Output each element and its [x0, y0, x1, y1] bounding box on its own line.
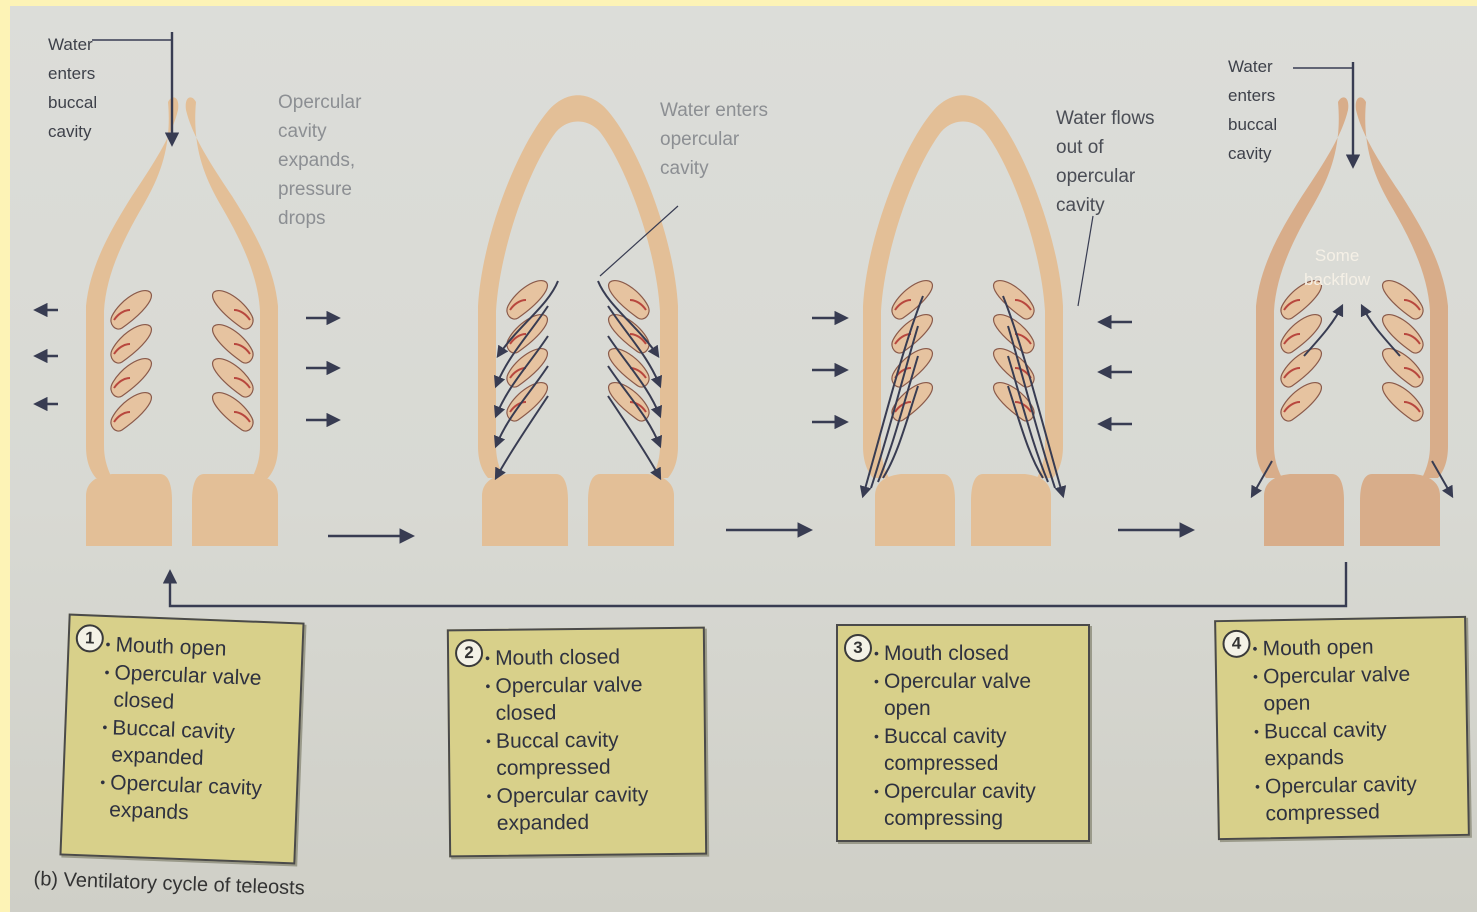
label-water-enters-opercular: Water enters opercular cavity	[660, 96, 768, 183]
stage-3-item: Opercular valve open	[874, 668, 1078, 722]
stage-3-item: Buccal cavity compressed	[874, 723, 1078, 777]
stage-2-item: Opercular valve closed	[485, 671, 694, 727]
stage-4-box: 4 Mouth open Opercular valve open Buccal…	[1214, 616, 1470, 840]
stage-1-item: Opercular valve closed	[103, 659, 291, 720]
textbook-page: Water enters buccal cavity Opercular cav…	[10, 6, 1477, 912]
stage-4-item: Buccal cavity expands	[1254, 715, 1457, 773]
stage-1-item: Buccal cavity expanded	[101, 714, 289, 775]
stage-2-number: 2	[455, 639, 483, 667]
panel-2-head	[478, 95, 678, 546]
label-water-enters-buccal-4: Water enters buccal cavity	[1228, 52, 1277, 168]
stage-3-box: 3 Mouth closed Opercular valve open Bucc…	[836, 624, 1090, 842]
sequence-arrows	[328, 530, 1192, 536]
stage-2-item: Opercular cavity expanded	[486, 781, 695, 837]
stage-4-item: Mouth open	[1252, 632, 1454, 663]
stage-3-item: Mouth closed	[874, 640, 1078, 667]
stage-4-item: Opercular valve open	[1253, 660, 1456, 718]
stage-2-item: Buccal cavity compressed	[486, 726, 695, 782]
label-water-enters-buccal-1: Water enters buccal cavity	[48, 30, 97, 146]
label-opercular-expands: Opercular cavity expands, pressure drops	[278, 88, 361, 233]
panel-1-head	[86, 97, 278, 546]
stage-4-number: 4	[1222, 630, 1250, 658]
cycle-return-line	[170, 562, 1346, 606]
stage-1-number: 1	[75, 624, 104, 653]
stage-1-item: Opercular cavity expands	[99, 769, 287, 830]
stage-3-item: Opercular cavity compressing	[874, 778, 1078, 832]
stage-2-item: Mouth closed	[485, 643, 693, 672]
label-water-flows-out: Water flows out of opercular cavity	[1056, 104, 1155, 220]
stage-2-box: 2 Mouth closed Opercular valve closed Bu…	[447, 627, 707, 858]
stage-1-box: 1 Mouth open Opercular valve closed Bucc…	[59, 614, 304, 865]
stage-3-number: 3	[844, 634, 872, 662]
label-some-backflow: Some backflow	[1304, 244, 1370, 292]
pressure-arrows	[36, 310, 1132, 424]
stage-4-item: Opercular cavity compressed	[1255, 770, 1458, 828]
